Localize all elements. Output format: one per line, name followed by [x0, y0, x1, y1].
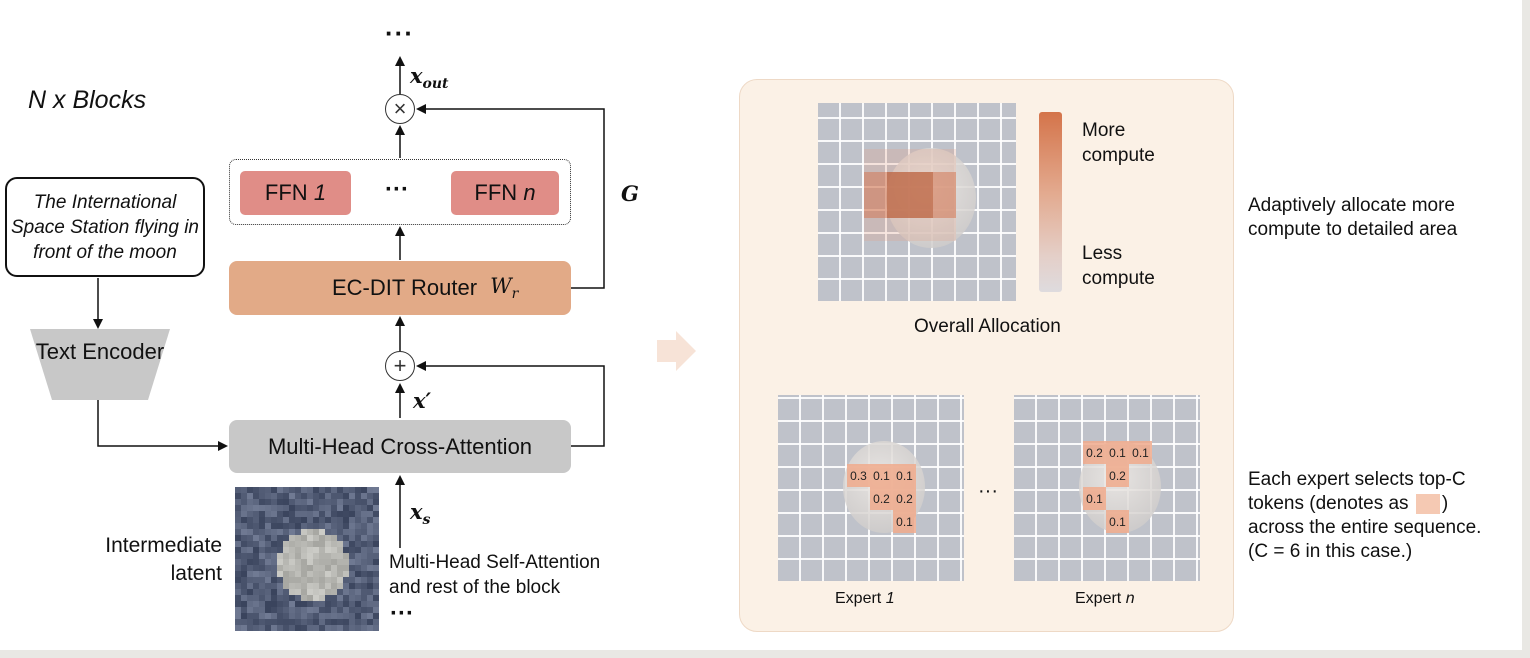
add-circle: +: [385, 351, 415, 381]
bottom-ellipsis: ···: [390, 600, 414, 627]
multiply-symbol: ×: [393, 96, 407, 121]
router-weight: Wr: [490, 273, 519, 303]
note-line-2-text: tokens (denotes as: [1248, 493, 1409, 514]
token-weight: 0.2: [870, 487, 893, 510]
token-weight: 0.1: [1129, 441, 1152, 464]
ffn-1-label: FFN 1: [264, 180, 327, 205]
token-weight: 0.1: [893, 510, 916, 533]
expert-n-caption: Expert n: [1075, 590, 1135, 607]
overall-allocation-grid: [818, 103, 1016, 301]
ffn-n-label: FFN n: [474, 180, 536, 205]
gate-label: G: [621, 181, 639, 206]
text-encoder-shape: [30, 329, 170, 400]
note-line-2: tokens (denotes as ): [1248, 492, 1518, 516]
expert-1-grid: 0.3 0.1 0.1 0.2 0.2 0.1: [778, 395, 964, 581]
token-swatch: [1415, 493, 1440, 514]
plus-symbol: +: [393, 353, 407, 378]
compute-legend-bar: [1039, 112, 1062, 292]
intermediate-latent-image: [235, 487, 379, 631]
note-line-3: across the entire sequence.: [1248, 517, 1482, 538]
legend-less: Less compute: [1082, 243, 1155, 289]
expert-ellipsis: ···: [978, 480, 998, 502]
ffn-1-box: FFN 1: [240, 171, 351, 215]
ec-dit-router: EC-DIT Router Wr: [229, 261, 571, 315]
expert-n-grid: 0.2 0.1 0.1 0.2 0.1 0.1: [1014, 395, 1200, 581]
gate-arrow: [416, 104, 605, 289]
x-s-label: xs: [410, 499, 431, 529]
self-attention-label: Multi-Head Self-Attention and rest of th…: [389, 552, 601, 598]
transition-arrow: [657, 331, 696, 371]
token-weight: 0.1: [1083, 487, 1106, 510]
prompt-box: The International Space Station flying i…: [5, 177, 205, 277]
cross-attention-block: Multi-Head Cross-Attention: [229, 420, 571, 473]
router-label: EC-DIT Router: [332, 275, 478, 300]
overall-caption: Overall Allocation: [914, 316, 1061, 337]
expert-selection-note: Each expert selects top-C tokens (denote…: [1248, 468, 1518, 564]
x-prime-label: x′: [413, 388, 432, 413]
token-weight: 0.2: [1083, 441, 1106, 464]
token-weight: 0.2: [1106, 464, 1129, 487]
residual-arrow: [416, 361, 605, 447]
text-encoder-label: Text Encoder: [35, 339, 165, 364]
note-line-2-end: ): [1441, 493, 1449, 514]
latent-pixels: [235, 487, 379, 631]
adaptive-note: Adaptively allocate more compute to deta…: [1248, 195, 1458, 240]
x-out-label: xout: [410, 63, 449, 93]
expert-1-caption: Expert 1: [835, 590, 895, 607]
ffn-n-box: FFN n: [451, 171, 559, 215]
token-weight: 0.2: [893, 487, 916, 510]
token-weight: 0.3: [847, 464, 870, 487]
token-weight: 0.1: [1106, 441, 1129, 464]
multiply-circle: ×: [385, 94, 415, 124]
token-weight: 0.1: [1106, 510, 1129, 533]
token-weight: 0.1: [893, 464, 916, 487]
allocation-core: [887, 172, 933, 218]
cross-attention-label: Multi-Head Cross-Attention: [267, 433, 533, 459]
prompt-text: The International Space Station flying i…: [10, 191, 199, 263]
note-line-4: (C = 6 in this case.): [1248, 541, 1413, 562]
latent-label: Intermediate latent: [105, 534, 222, 585]
ffn-ellipsis: ···: [385, 176, 409, 203]
legend-more: More compute: [1082, 120, 1155, 166]
token-weight: 0.1: [870, 464, 893, 487]
blocks-title: N x Blocks: [28, 86, 147, 114]
ffn-experts-frame: [229, 159, 571, 225]
top-ellipsis: ···: [385, 18, 414, 48]
encoder-to-crossattn-arrow: [97, 400, 228, 451]
note-line-1: Each expert selects top-C: [1248, 469, 1466, 490]
